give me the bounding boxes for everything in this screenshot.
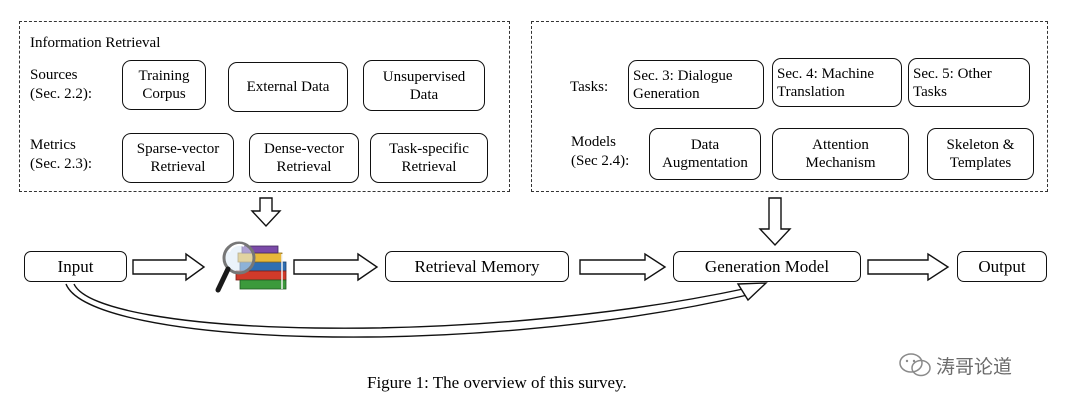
skip-arrow-inner (73, 283, 749, 329)
source-unsupervised-data: Unsupervised Data (363, 60, 485, 111)
figure-caption: Figure 1: The overview of this survey. (367, 373, 627, 392)
metrics-label: Metrics (Sec. 2.3): (30, 137, 93, 172)
model-attention-mechanism: Attention Mechanism (772, 128, 909, 180)
tasks-label: Tasks: (570, 79, 609, 95)
task-dialogue-generation: Sec. 3: Dialogue Generation (628, 60, 764, 109)
input-box: Input (24, 251, 127, 282)
metric-task-specific: Task-specific Retrieval (370, 133, 488, 183)
skip-arrow-outer (65, 283, 753, 338)
generation-panel (531, 21, 1048, 192)
task-machine-translation: Sec. 4: Machine Translation (772, 58, 902, 107)
retrieval-memory-box: Retrieval Memory (385, 251, 569, 282)
arrow-generation-to-output (867, 252, 950, 282)
sources-label: Sources (Sec. 2.2): (30, 67, 93, 102)
source-external-data: External Data (228, 62, 348, 112)
arrow-retriever-to-memory (293, 252, 379, 282)
generation-model-box: Generation Model (673, 251, 861, 282)
models-label: Models (Sec 2.4): (571, 134, 630, 169)
down-arrow-right (758, 197, 792, 247)
model-skeleton-templates: Skeleton & Templates (927, 128, 1034, 180)
metric-sparse-vector: Sparse-vector Retrieval (122, 133, 234, 183)
watermark-text: 涛哥论道 (936, 356, 1013, 378)
output-box: Output (957, 251, 1047, 282)
wechat-logo-icon (898, 352, 932, 378)
information-retrieval-title: Information Retrieval (30, 35, 161, 51)
task-other-tasks: Sec. 5: Other Tasks (908, 58, 1030, 107)
information-retrieval-panel (19, 21, 510, 192)
magnifier-books-icon (215, 241, 287, 293)
metric-dense-vector: Dense-vector Retrieval (249, 133, 359, 183)
arrow-input-to-retriever (132, 252, 206, 282)
model-data-augmentation: Data Augmentation (649, 128, 761, 180)
arrow-memory-to-generation (579, 252, 667, 282)
source-training-corpus: Training Corpus (122, 60, 206, 110)
skip-arrow-head (736, 282, 768, 302)
down-arrow-left (250, 197, 282, 228)
